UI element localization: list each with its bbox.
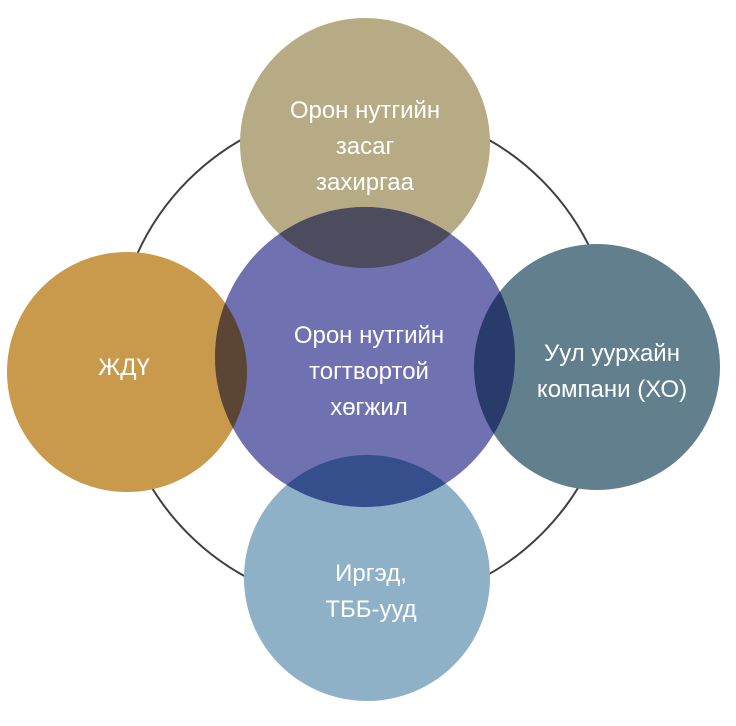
center-circle bbox=[215, 207, 515, 507]
top-label-line: захиргаа bbox=[315, 169, 415, 196]
right-circle-label: Уул уурхайн компани (ХО) bbox=[537, 336, 687, 408]
center-label-line: Орон нутгийн bbox=[293, 322, 445, 349]
top-circle-label: Орон нутгийн засаг захиргаа bbox=[290, 93, 440, 201]
bottom-label-line: ТББ-ууд bbox=[325, 596, 417, 623]
center-label-line: хөгжил bbox=[330, 394, 408, 421]
top-label-line: засаг bbox=[335, 133, 395, 160]
top-label-line: Орон нутгийн bbox=[289, 97, 441, 124]
right-label-line: Уул уурхайн bbox=[544, 340, 680, 367]
left-circle-label: ЖДҮ bbox=[98, 350, 150, 386]
center-label-line: тогтвортой bbox=[309, 358, 429, 385]
bottom-circle-label: Иргэд, ТББ-ууд bbox=[325, 556, 416, 628]
bottom-label-line: Иргэд, bbox=[335, 560, 407, 587]
right-label-line: компани (ХО) bbox=[536, 376, 688, 403]
right-circle bbox=[474, 244, 720, 490]
left-circle bbox=[7, 252, 247, 492]
top-circle bbox=[240, 18, 490, 268]
bottom-circle bbox=[244, 455, 490, 701]
center-circle-label: Орон нутгийн тогтвортой хөгжил bbox=[294, 318, 444, 426]
left-label-line: ЖДҮ bbox=[98, 354, 150, 381]
